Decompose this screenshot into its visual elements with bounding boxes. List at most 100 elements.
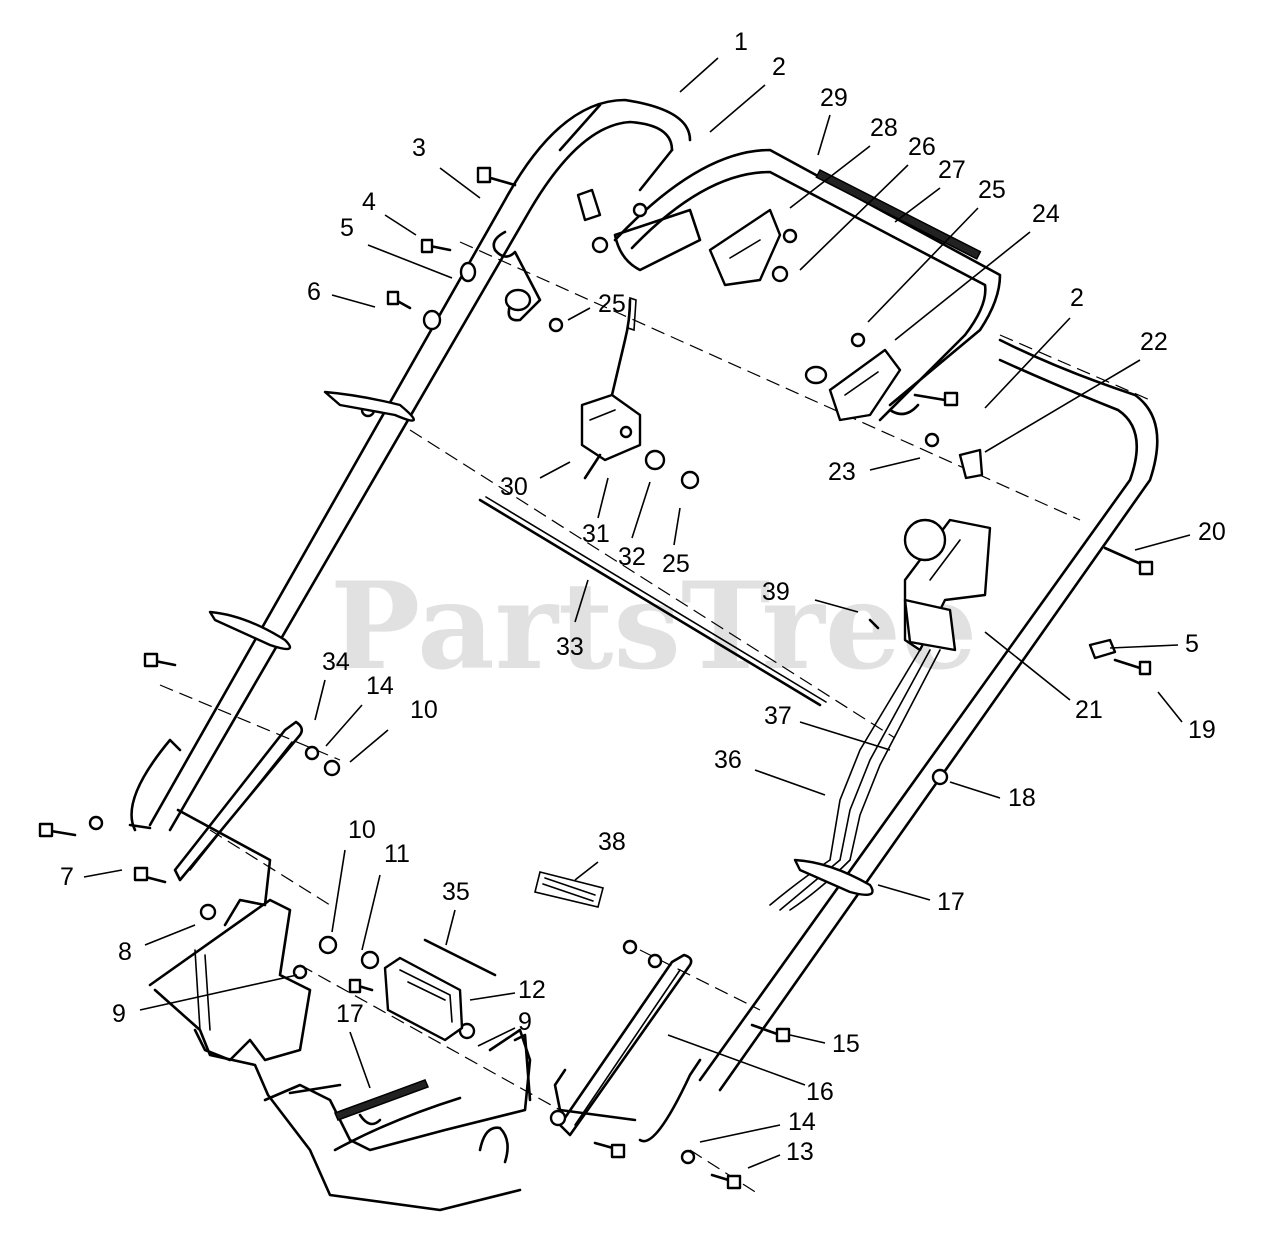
callout-34: 34 bbox=[314, 648, 350, 721]
callout-31: 31 bbox=[582, 477, 610, 548]
callout-10-left: 10 bbox=[349, 696, 438, 763]
svg-text:2: 2 bbox=[772, 53, 786, 81]
callouts: 1 2 29 28 26 27 25 24 3 4 5 6 25 2 22 23… bbox=[60, 28, 1226, 1169]
lower-handle-left bbox=[173, 720, 304, 927]
callout-25-top: 25 bbox=[867, 176, 1006, 323]
callout-13: 13 bbox=[747, 1138, 814, 1169]
svg-text:5: 5 bbox=[1185, 630, 1199, 658]
callout-27: 27 bbox=[894, 156, 966, 223]
callout-26: 26 bbox=[799, 133, 936, 271]
svg-text:31: 31 bbox=[582, 520, 610, 548]
cable-guides bbox=[208, 390, 874, 896]
callout-17-left: 17 bbox=[336, 1000, 371, 1089]
decal bbox=[534, 871, 604, 908]
svg-text:7: 7 bbox=[60, 863, 74, 891]
callout-28: 28 bbox=[789, 114, 898, 209]
svg-text:23: 23 bbox=[828, 458, 856, 486]
callout-25-low: 25 bbox=[662, 507, 690, 578]
svg-text:18: 18 bbox=[1008, 784, 1036, 812]
watermark: PartsTree bbox=[330, 556, 977, 697]
svg-text:37: 37 bbox=[764, 702, 792, 730]
assembly-centerlines bbox=[159, 241, 1151, 1196]
svg-text:22: 22 bbox=[1140, 328, 1168, 356]
callout-19: 19 bbox=[1157, 691, 1216, 744]
mower-deck bbox=[148, 898, 532, 1212]
control-brackets bbox=[708, 208, 902, 422]
svg-text:33: 33 bbox=[556, 633, 584, 661]
callout-30: 30 bbox=[500, 461, 571, 501]
callout-4: 4 bbox=[362, 188, 417, 236]
callout-3: 3 bbox=[412, 134, 481, 199]
callout-12: 12 bbox=[469, 976, 546, 1004]
svg-text:30: 30 bbox=[500, 473, 528, 501]
callout-14-bottom: 14 bbox=[699, 1108, 816, 1143]
svg-text:15: 15 bbox=[832, 1030, 860, 1058]
control-rod bbox=[478, 496, 827, 707]
svg-text:25: 25 bbox=[598, 290, 626, 318]
callout-24: 24 bbox=[894, 200, 1060, 341]
callout-36: 36 bbox=[714, 746, 826, 796]
callout-8: 8 bbox=[118, 924, 196, 966]
lower-handle-right bbox=[553, 953, 702, 1143]
svg-text:9: 9 bbox=[518, 1008, 532, 1036]
callout-39: 39 bbox=[762, 578, 859, 613]
callout-32: 32 bbox=[618, 481, 651, 571]
callout-2: 2 bbox=[709, 53, 786, 133]
svg-text:28: 28 bbox=[870, 114, 898, 142]
callout-5-left: 5 bbox=[340, 214, 453, 279]
svg-text:10: 10 bbox=[348, 816, 376, 844]
svg-text:21: 21 bbox=[1075, 696, 1103, 724]
callout-6: 6 bbox=[307, 278, 376, 308]
callout-21: 21 bbox=[984, 631, 1103, 724]
svg-text:13: 13 bbox=[786, 1138, 814, 1166]
svg-text:36: 36 bbox=[714, 746, 742, 774]
callout-29: 29 bbox=[817, 84, 848, 156]
svg-text:17: 17 bbox=[336, 1000, 364, 1028]
svg-text:4: 4 bbox=[362, 188, 376, 216]
svg-text:10: 10 bbox=[410, 696, 438, 724]
spring-rod bbox=[423, 938, 497, 977]
svg-text:3: 3 bbox=[412, 134, 426, 162]
callout-20: 20 bbox=[1134, 518, 1226, 551]
callout-35: 35 bbox=[442, 878, 470, 946]
svg-text:35: 35 bbox=[442, 878, 470, 906]
svg-text:25: 25 bbox=[662, 550, 690, 578]
svg-text:5: 5 bbox=[340, 214, 354, 242]
svg-text:26: 26 bbox=[908, 133, 936, 161]
svg-text:24: 24 bbox=[1032, 200, 1060, 228]
svg-text:2: 2 bbox=[1070, 284, 1084, 312]
callout-23: 23 bbox=[828, 457, 921, 486]
deck-bracket bbox=[383, 956, 464, 1042]
svg-text:20: 20 bbox=[1198, 518, 1226, 546]
svg-text:6: 6 bbox=[307, 278, 321, 306]
svg-text:27: 27 bbox=[938, 156, 966, 184]
svg-text:8: 8 bbox=[118, 938, 132, 966]
control-bar bbox=[613, 148, 1002, 422]
callout-5-right: 5 bbox=[1109, 630, 1199, 658]
svg-text:16: 16 bbox=[806, 1078, 834, 1106]
svg-text:11: 11 bbox=[384, 840, 410, 868]
svg-text:38: 38 bbox=[598, 828, 626, 856]
hardware bbox=[38, 166, 1154, 1190]
callout-37: 37 bbox=[764, 702, 891, 751]
callout-17-right: 17 bbox=[877, 884, 965, 916]
callout-38: 38 bbox=[574, 828, 626, 881]
svg-text:1: 1 bbox=[734, 28, 748, 56]
svg-text:19: 19 bbox=[1188, 716, 1216, 744]
callout-18: 18 bbox=[949, 781, 1036, 812]
svg-text:12: 12 bbox=[518, 976, 546, 1004]
callout-22: 22 bbox=[984, 328, 1168, 453]
callout-16: 16 bbox=[667, 1034, 834, 1106]
svg-text:29: 29 bbox=[820, 84, 848, 112]
cable-adjuster bbox=[580, 296, 642, 480]
rear-bar bbox=[288, 1083, 342, 1095]
svg-text:14: 14 bbox=[366, 672, 394, 700]
callout-9-mid: 9 bbox=[477, 1008, 532, 1047]
callout-7: 7 bbox=[60, 863, 123, 891]
cable-clip bbox=[492, 230, 542, 322]
svg-text:39: 39 bbox=[762, 578, 790, 606]
control-housing bbox=[769, 518, 992, 911]
upper-handle bbox=[128, 98, 1159, 1092]
svg-text:9: 9 bbox=[112, 1000, 126, 1028]
